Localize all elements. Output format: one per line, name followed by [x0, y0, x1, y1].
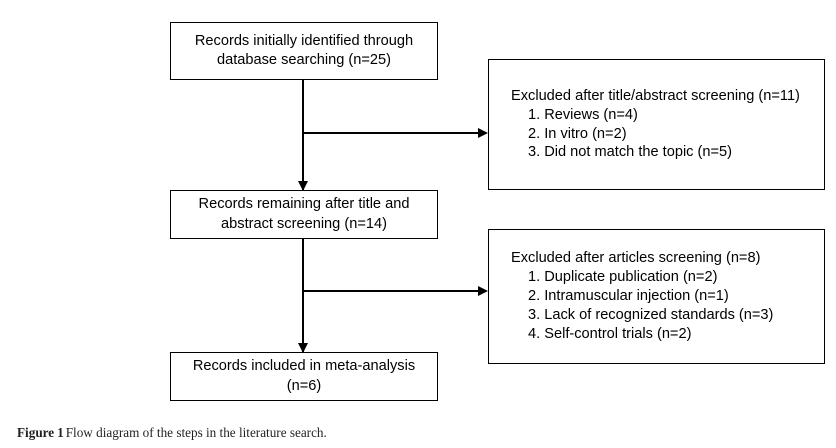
flow-box-line-2: database searching (n=25) [216, 52, 392, 68]
connector-line-stage2-to-stage3 [302, 239, 304, 352]
exclusion-reason-item: 3. Did not match the topic (n=5) [528, 144, 733, 161]
exclusion-reason-list: 1. Duplicate publication (n=2) 2. Intram… [511, 268, 824, 344]
exclusion-box-title-abstract: Excluded after title/abstract screening … [488, 59, 825, 190]
flow-box-text: Records initially identified through dat… [189, 32, 419, 71]
exclusion-heading: Excluded after title/abstract screening … [511, 87, 800, 104]
flow-box-line-1: Records included in meta-analysis [192, 358, 416, 375]
arrowhead-right-icon [478, 127, 488, 138]
connector-line-to-exclusion-2 [303, 290, 480, 292]
exclusion-reason-item: 1. Reviews (n=4) [528, 106, 638, 123]
exclusion-reason-item: 2. In vitro (n=2) [528, 125, 627, 142]
figure-caption-label: Figure [17, 425, 55, 440]
exclusion-reason-item: 1. Duplicate publication (n=2) [528, 269, 718, 286]
connector-line-stage1-to-stage2 [302, 80, 304, 190]
flow-box-line-2: abstract screening (n=14) [221, 215, 387, 232]
flow-box-records-remaining: Records remaining after title and abstra… [170, 190, 438, 239]
arrowhead-right-icon [478, 285, 488, 296]
exclusion-heading: Excluded after articles screening (n=8) [511, 250, 761, 267]
flow-box-text: Records remaining after title and abstra… [193, 195, 416, 234]
exclusion-reason-item: 4. Self-control trials (n=2) [528, 325, 692, 342]
connector-line-to-exclusion-1 [303, 132, 480, 134]
flow-box-line-2: (n=6) [286, 377, 322, 394]
arrowhead-down-icon [297, 343, 308, 353]
exclusion-box-articles: Excluded after articles screening (n=8) … [488, 229, 825, 364]
flow-box-text: Records included in meta-analysis (n=6) [187, 357, 421, 396]
flow-box-records-identified: Records initially identified through dat… [170, 22, 438, 80]
flow-box-line-1: Records initially identified through [194, 32, 414, 49]
flow-box-records-included: Records included in meta-analysis (n=6) [170, 352, 438, 401]
figure-caption-text: Flow diagram of the steps in the literat… [65, 425, 327, 440]
exclusion-reason-item: 3. Lack of recognized standards (n=3) [528, 306, 774, 323]
figure-caption-number: 1 [57, 425, 64, 440]
arrowhead-down-icon [297, 181, 308, 191]
exclusion-reason-list: 1. Reviews (n=4) 2. In vitro (n=2) 3. Di… [511, 106, 824, 163]
flow-box-line-1: Records remaining after title and [198, 196, 410, 213]
exclusion-reason-item: 2. Intramuscular injection (n=1) [528, 288, 729, 305]
